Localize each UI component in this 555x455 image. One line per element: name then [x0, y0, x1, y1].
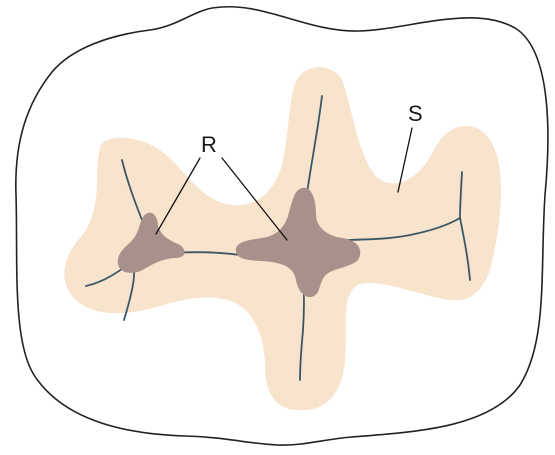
sealant-label: S [408, 101, 423, 126]
restoration-label: R [201, 132, 217, 157]
